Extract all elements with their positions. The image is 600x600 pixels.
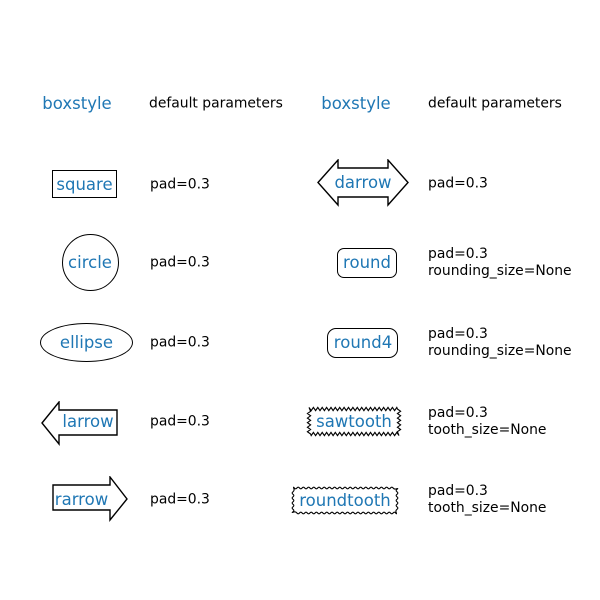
params-roundtooth: pad=0.3 tooth_size=None: [428, 483, 546, 517]
label-round4: round4: [333, 332, 393, 352]
column-header-params-left: default parameters: [149, 95, 283, 112]
param-line: rounding_size=None: [428, 263, 572, 279]
circle-box-shape: [62, 234, 119, 291]
rarrow-box-shape: [52, 476, 128, 522]
label-roundtooth: roundtooth: [299, 490, 391, 510]
label-circle: circle: [68, 252, 112, 272]
param-line: tooth_size=None: [428, 500, 547, 516]
param-line: pad=0.3: [428, 483, 488, 499]
label-rarrow: rarrow: [54, 489, 109, 509]
params-darrow: pad=0.3: [428, 176, 488, 193]
param-line: rounding_size=None: [428, 342, 572, 359]
label-ellipse: ellipse: [59, 332, 114, 352]
params-ellipse: pad=0.3: [150, 334, 210, 351]
column-header-boxstyle-right: boxstyle: [321, 93, 391, 113]
label-larrow: larrow: [62, 411, 114, 431]
column-header-boxstyle-left: boxstyle: [42, 93, 112, 113]
params-round4: pad=0.3 rounding_size=None: [428, 326, 572, 360]
larrow-box-shape: [41, 401, 118, 446]
params-square: pad=0.3: [150, 176, 210, 193]
label-round: round: [343, 252, 391, 272]
params-circle: pad=0.3: [150, 254, 210, 271]
param-line: pad=0.3: [428, 246, 488, 262]
param-line: pad=0.3: [150, 334, 210, 350]
param-line: tooth_size=None: [428, 421, 547, 438]
roundtooth-box-shape: [291, 486, 399, 515]
params-round: pad=0.3 rounding_size=None: [428, 246, 572, 280]
round-box-shape: [337, 248, 397, 278]
darrow-box-shape: [317, 159, 409, 207]
param-line: pad=0.3: [428, 404, 488, 421]
column-header-params-right: default parameters: [428, 95, 562, 112]
square-box-shape: [52, 170, 117, 198]
label-darrow: darrow: [334, 172, 392, 192]
params-rarrow: pad=0.3: [150, 492, 210, 509]
params-larrow: pad=0.3: [150, 413, 210, 430]
label-square: square: [56, 174, 113, 194]
param-line: pad=0.3: [150, 176, 210, 192]
param-line: pad=0.3: [428, 325, 488, 342]
label-sawtooth: sawtooth: [316, 411, 392, 431]
sawtooth-box-shape: [306, 406, 402, 437]
params-sawtooth: pad=0.3 tooth_size=None: [428, 405, 546, 439]
round4-box-shape: [327, 328, 398, 358]
param-line: pad=0.3: [150, 491, 210, 508]
param-line: pad=0.3: [150, 254, 210, 270]
param-line: pad=0.3: [150, 413, 210, 429]
param-line: pad=0.3: [428, 175, 488, 192]
ellipse-box-shape: [40, 323, 133, 362]
